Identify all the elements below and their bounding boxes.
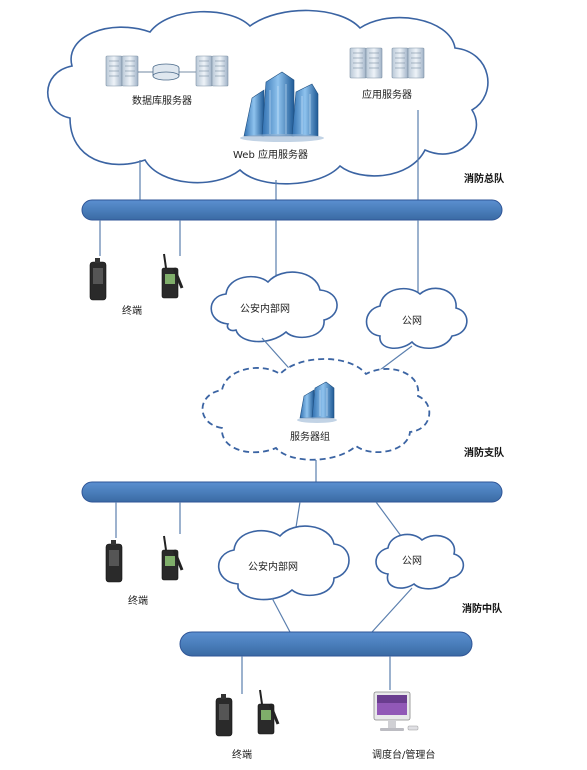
public-net-cloud-2: [375, 533, 465, 590]
police-net-cloud-2: [217, 525, 350, 601]
branch-bus: [81, 481, 503, 503]
hq-bus: [81, 199, 503, 221]
dispatch-label: 调度台/管理台: [372, 748, 435, 761]
hq-label: 消防总队: [464, 172, 505, 185]
terminal-label-2: 终端: [128, 594, 148, 607]
walkie-talkie-icon-3: [256, 688, 280, 736]
squad-label: 消防中队: [462, 602, 503, 615]
walkie-talkie-icon: [160, 252, 184, 300]
squad-bus: [179, 631, 473, 657]
terminal-label-3: 终端: [232, 748, 252, 761]
police-net-cloud-1: [210, 271, 338, 343]
public-net-label-1: 公网: [402, 315, 422, 327]
db-server-group: [105, 55, 229, 87]
public-net-label-2: 公网: [402, 555, 422, 567]
server-group-label: 服务器组: [290, 430, 330, 443]
walkie-talkie-icon-2: [160, 534, 184, 582]
police-net-label-1: 公安内部网: [240, 302, 290, 315]
app-server-label: 应用服务器: [362, 88, 412, 101]
office-building-icon: [240, 71, 324, 142]
branch-label: 消防支队: [464, 446, 505, 459]
server-group-building-icon: [297, 381, 337, 423]
web-server-label: Web 应用服务器: [233, 148, 308, 161]
police-net-label-2: 公安内部网: [248, 560, 298, 573]
database-icon: [152, 63, 180, 81]
handheld-terminal-icon-2: [105, 539, 123, 583]
public-net-cloud-1: [365, 287, 468, 349]
desktop-monitor-icon: [373, 691, 419, 731]
db-server-label: 数据库服务器: [132, 94, 192, 107]
handheld-terminal-icon-3: [215, 693, 233, 737]
handheld-terminal-icon: [89, 257, 107, 301]
terminal-label-1: 终端: [122, 304, 142, 317]
